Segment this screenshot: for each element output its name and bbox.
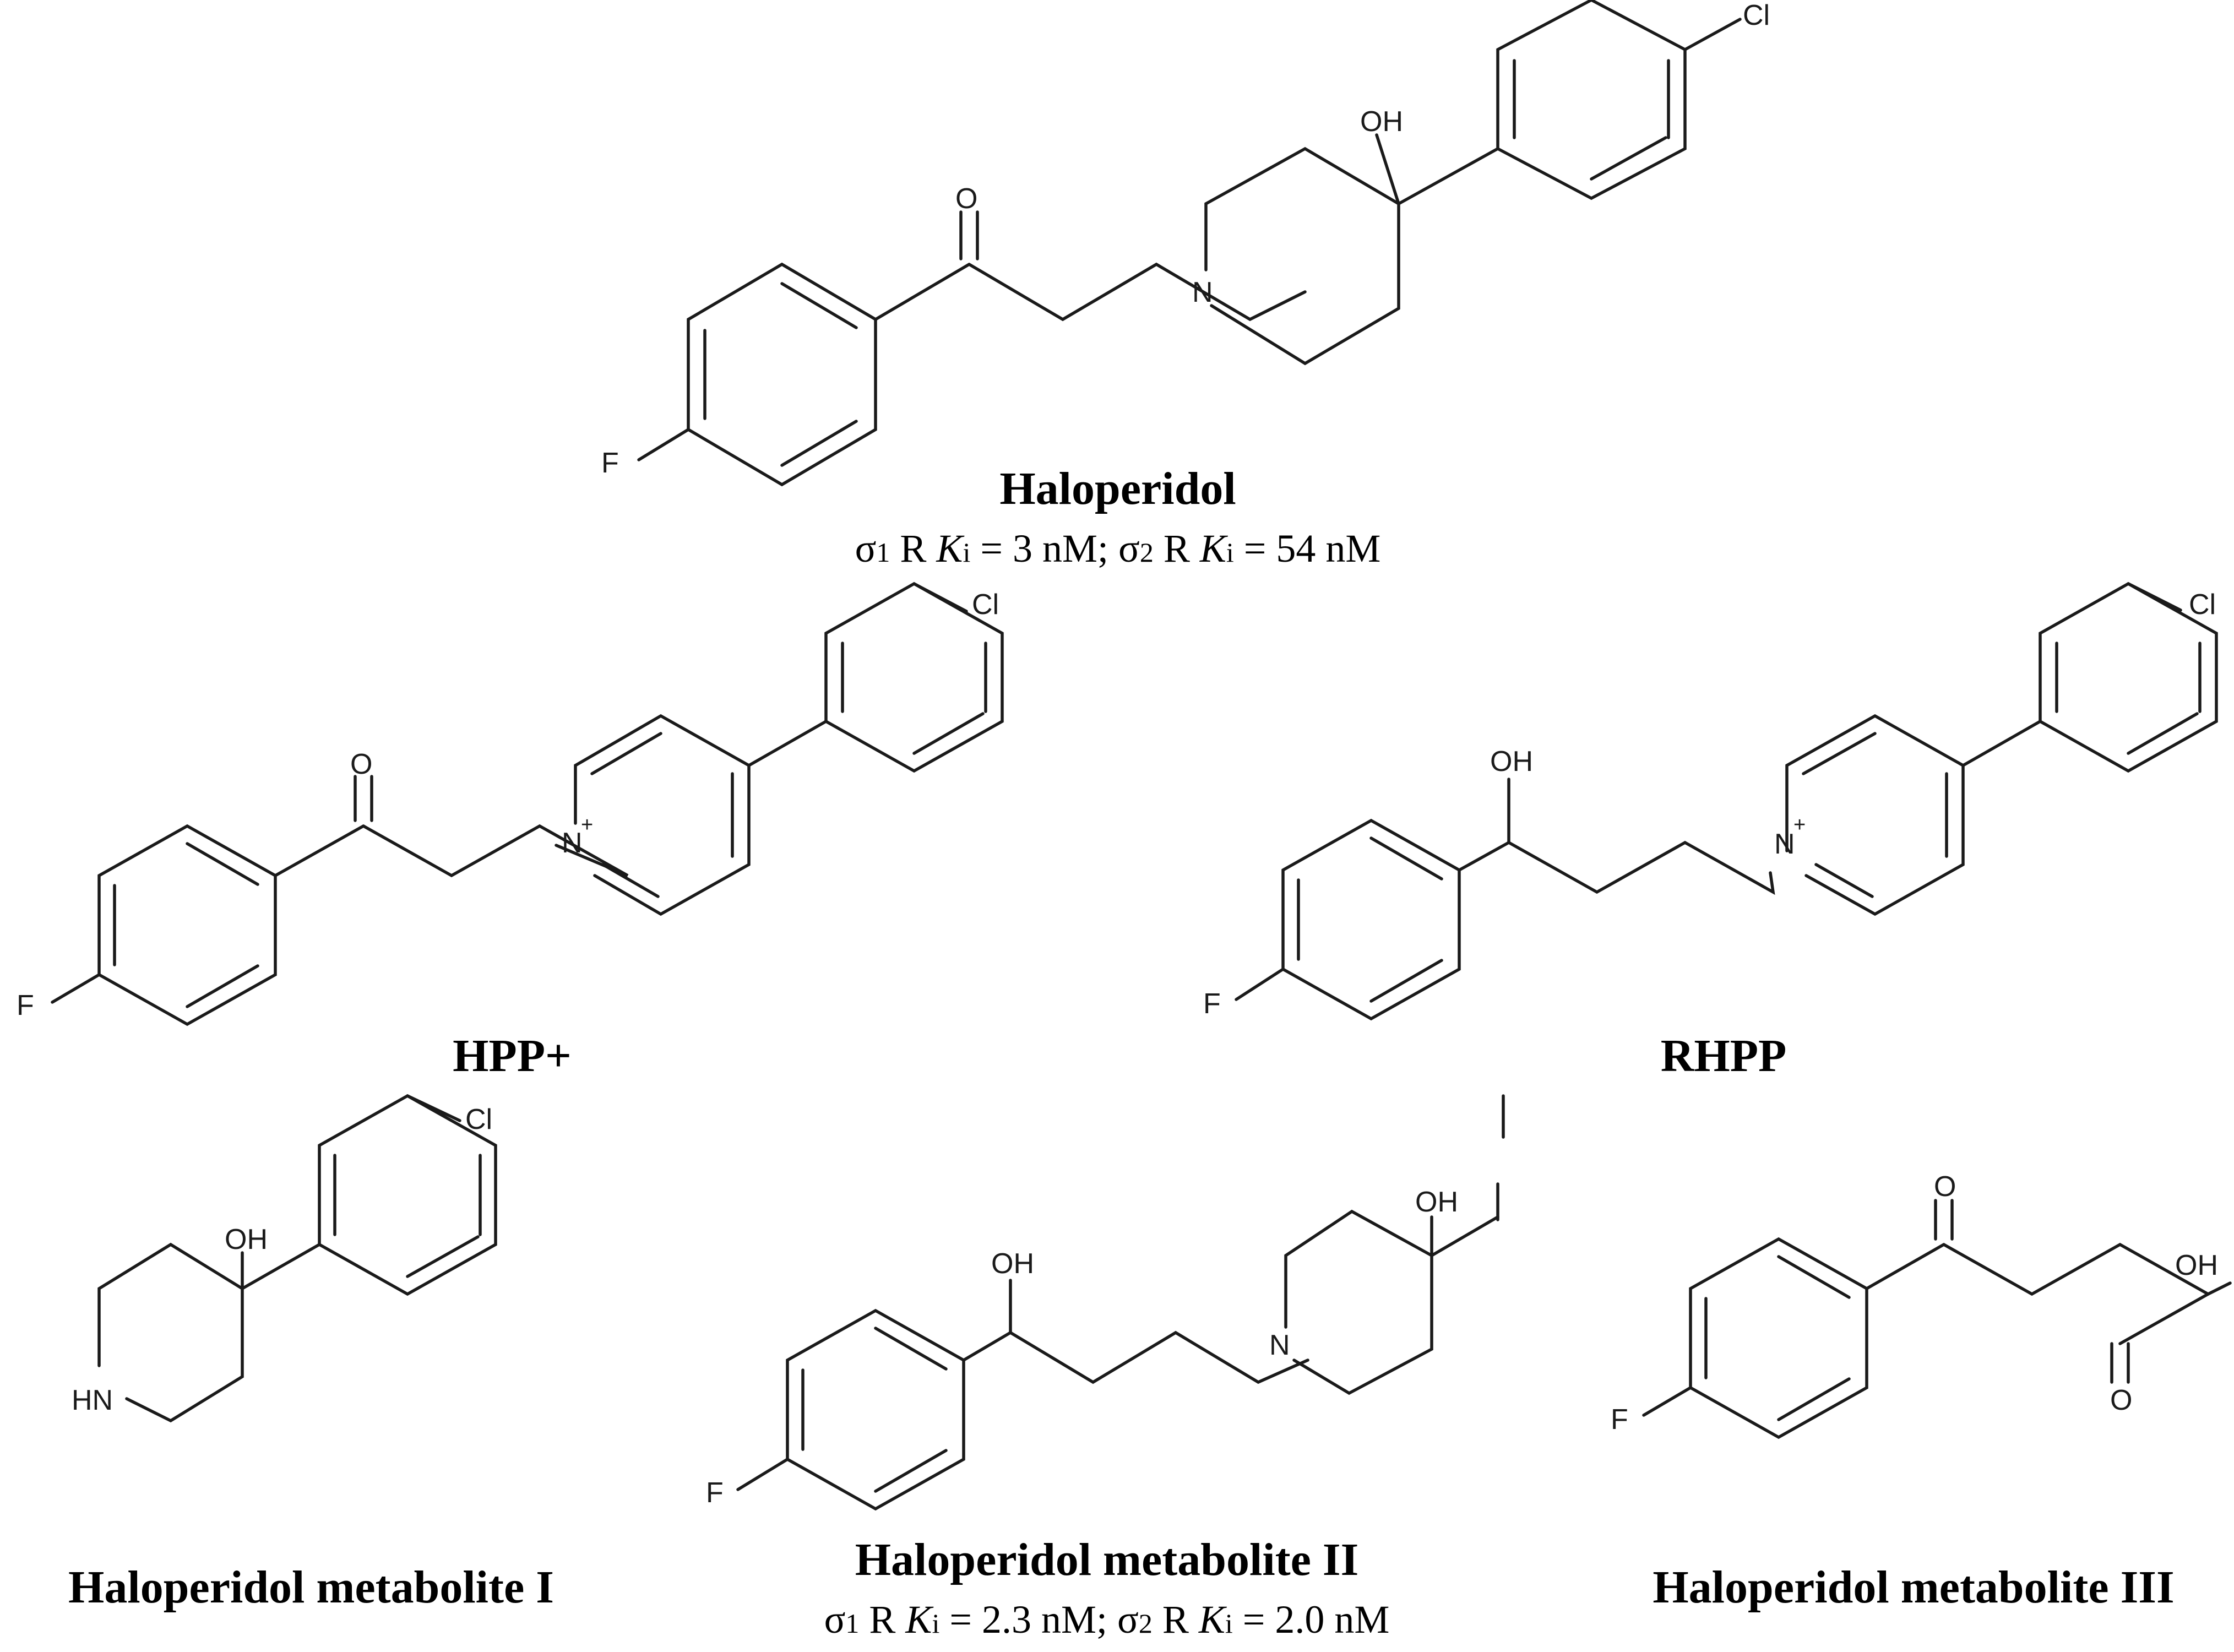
piperidine-ring bbox=[1284, 1209, 1433, 1395]
fluorophenyl-ring bbox=[97, 824, 277, 1026]
pyridinium-ring bbox=[1785, 714, 1965, 916]
nitrogen-atom: N bbox=[1774, 828, 1795, 860]
hydroxyl-group: OH bbox=[1490, 746, 1533, 778]
nitrogen-atom: N bbox=[1269, 1329, 1290, 1361]
chlorine-atom: Cl bbox=[465, 1104, 492, 1135]
metabolite-2-ki-values: σ1 R Ki = 2.3 nM; σ2 R Ki = 2.0 nM bbox=[824, 1597, 1390, 1642]
pyridinium-ring bbox=[574, 714, 751, 916]
oxygen-atom: O bbox=[2110, 1384, 2132, 1416]
piperidine-ring bbox=[97, 1242, 244, 1423]
chlorophenyl-ring bbox=[2039, 582, 2218, 773]
hydroxyl-group: OH bbox=[2175, 1249, 2218, 1281]
haloperidol-ki-values: σ1 R Ki = 3 nM; σ2 R Ki = 54 nM bbox=[855, 526, 1381, 570]
chlorine-atom: Cl bbox=[972, 589, 999, 621]
metabolite-2-structure: F OH N OH bbox=[706, 1094, 1505, 1511]
haloperidol-label: Haloperidol bbox=[999, 463, 1236, 514]
hydroxyl-group: OH bbox=[1415, 1186, 1458, 1218]
piperidine-ring bbox=[1204, 146, 1400, 366]
hpp-structure: F O N + Cl bbox=[17, 582, 1004, 1026]
fluorine-atom: F bbox=[706, 1477, 724, 1509]
oxygen-atom: O bbox=[350, 748, 372, 780]
metabolite-1-label: Haloperidol metabolite I bbox=[68, 1562, 554, 1613]
metabolite-1-structure: HN OH Cl bbox=[72, 1094, 497, 1423]
fluorophenyl-ring bbox=[1689, 1237, 1868, 1439]
chlorophenyl-ring bbox=[318, 1094, 497, 1296]
fluorine-atom: F bbox=[17, 990, 34, 1021]
chlorophenyl-ring bbox=[824, 582, 1004, 773]
metabolite-2-label: Haloperidol metabolite II bbox=[855, 1534, 1359, 1585]
hydroxyl-group: OH bbox=[225, 1224, 268, 1256]
nitrogen-atom: N bbox=[562, 827, 583, 859]
fluorine-atom: F bbox=[601, 447, 619, 479]
fluorophenyl-ring bbox=[786, 1308, 965, 1511]
fluorophenyl-ring bbox=[1281, 818, 1461, 1021]
hpp-label: HPP+ bbox=[453, 1030, 572, 1082]
oxygen-atom: O bbox=[955, 183, 977, 215]
rhpp-label: RHPP bbox=[1661, 1030, 1787, 1082]
chlorophenyl-ring bbox=[1496, 0, 1687, 200]
chlorine-atom: Cl bbox=[2189, 589, 2216, 621]
metabolite-3-structure: F O OH O bbox=[1611, 1171, 2232, 1439]
nitrogen-atom: N bbox=[1192, 276, 1213, 308]
fluorine-atom: F bbox=[1203, 988, 1221, 1020]
rhpp-structure: F OH N + Cl bbox=[1203, 582, 2218, 1021]
amine-nh-group: HN bbox=[72, 1384, 113, 1416]
hydroxyl-group: OH bbox=[1360, 106, 1403, 138]
chlorine-atom: Cl bbox=[1743, 0, 1770, 31]
hydroxyl-group: OH bbox=[991, 1248, 1034, 1280]
haloperidol-structure: F O N OH Cl bbox=[601, 0, 1770, 487]
fluorine-atom: F bbox=[1611, 1404, 1628, 1436]
oxygen-atom: O bbox=[1934, 1171, 1956, 1203]
positive-charge: + bbox=[1793, 813, 1806, 836]
metabolite-3-label: Haloperidol metabolite III bbox=[1653, 1562, 2174, 1613]
positive-charge: + bbox=[581, 813, 593, 836]
fluorophenyl-ring bbox=[687, 262, 877, 487]
